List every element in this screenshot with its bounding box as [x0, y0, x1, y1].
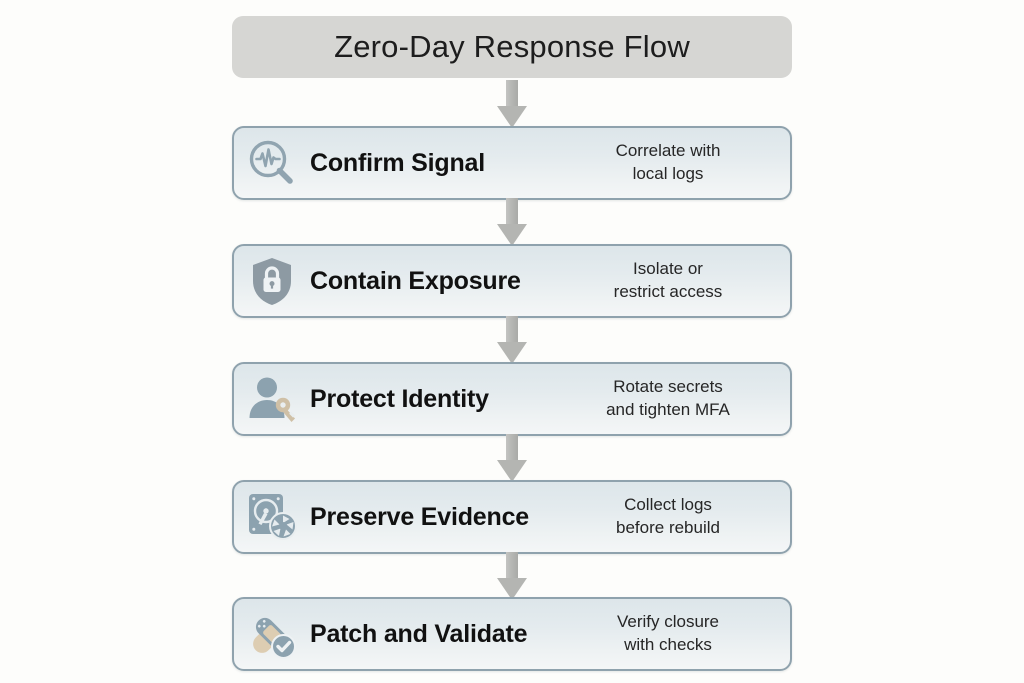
arrow-shaft	[506, 80, 518, 108]
step-description: Correlate with local logs	[568, 140, 790, 185]
bandage-check-icon	[234, 597, 310, 671]
arrow-shaft	[506, 316, 518, 344]
step-description-line1: Collect logs	[624, 495, 712, 515]
arrow-head	[497, 578, 527, 600]
step-preserve-evidence[interactable]: Preserve Evidence Collect logs before re…	[232, 480, 792, 554]
step-title: Contain Exposure	[310, 266, 521, 295]
step-description: Isolate or restrict access	[568, 258, 790, 303]
step-description-line1: Verify closure	[616, 612, 720, 632]
arrow-shaft	[506, 198, 518, 226]
arrow-head	[497, 106, 527, 128]
arrow-step4-to-step5	[497, 552, 527, 600]
flowchart-title-bar: Zero-Day Response Flow	[232, 16, 792, 78]
arrow-shaft	[506, 552, 518, 580]
step-description-line2: with checks	[624, 635, 712, 654]
arrow-step2-to-step3	[497, 316, 527, 364]
arrow-step1-to-step2	[497, 198, 527, 246]
step-title: Patch and Validate	[310, 619, 528, 648]
step-description-line1: Rotate secrets	[613, 377, 723, 397]
step-title: Protect Identity	[310, 384, 489, 413]
harddisk-aperture-icon	[234, 480, 310, 554]
step-description: Rotate secrets and tighten MFA	[568, 376, 790, 421]
arrow-shaft	[506, 434, 518, 462]
step-confirm-signal[interactable]: Confirm Signal Correlate with local logs	[232, 126, 792, 200]
shield-lock-icon	[234, 244, 310, 318]
arrow-head	[497, 342, 527, 364]
person-key-icon	[234, 362, 310, 436]
magnifier-pulse-icon	[234, 126, 310, 200]
step-contain-exposure[interactable]: Contain Exposure Isolate or restrict acc…	[232, 244, 792, 318]
step-description-line1: Correlate with	[615, 141, 721, 161]
step-description: Verify closure with checks	[568, 611, 790, 656]
step-description-line2: restrict access	[613, 282, 723, 301]
arrow-title-to-step1	[497, 80, 527, 128]
step-description-line2: and tighten MFA	[606, 400, 730, 419]
arrow-head	[497, 224, 527, 246]
arrow-head	[497, 460, 527, 482]
step-description-line2: before rebuild	[616, 518, 720, 537]
step-protect-identity[interactable]: Protect Identity Rotate secrets and tigh…	[232, 362, 792, 436]
step-title: Preserve Evidence	[310, 502, 529, 531]
step-description-line1: Isolate or	[633, 259, 703, 279]
step-title: Confirm Signal	[310, 148, 485, 177]
step-description: Collect logs before rebuild	[568, 494, 790, 539]
step-description-line2: local logs	[632, 164, 704, 183]
arrow-step3-to-step4	[497, 434, 527, 482]
page-title: Zero-Day Response Flow	[334, 29, 690, 64]
step-patch-and-validate[interactable]: Patch and Validate Verify closure with c…	[232, 597, 792, 671]
